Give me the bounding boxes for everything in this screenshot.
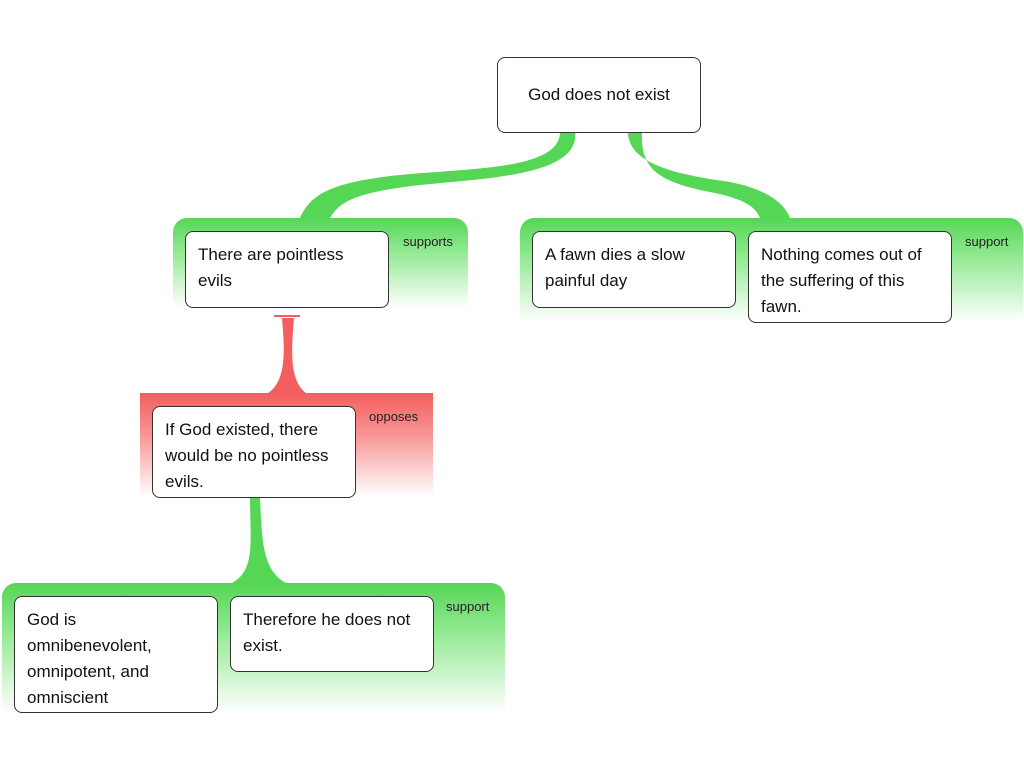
connector-root-to-support — [628, 132, 790, 218]
node-root-text: God does not exist — [528, 85, 670, 104]
node-if-god-existed[interactable]: If God existed, there would be no pointl… — [152, 406, 356, 498]
node-god-is-omni[interactable]: God is omnibenevolent, omnipotent, and o… — [14, 596, 218, 713]
node-root-claim[interactable]: God does not exist — [497, 57, 701, 133]
node-fawn-dies[interactable]: A fawn dies a slow painful day — [532, 231, 736, 308]
node-nothing-comes-out[interactable]: Nothing comes out of the suffering of th… — [748, 231, 952, 323]
connector-opposes — [268, 318, 306, 393]
connector-root-to-supports — [300, 132, 576, 218]
connector-if-god-to-support — [232, 497, 286, 583]
node-pointless-evils[interactable]: There are pointless evils — [185, 231, 389, 308]
node-therefore[interactable]: Therefore he does not exist. — [230, 596, 434, 672]
group-label-opposes: opposes — [369, 409, 419, 424]
group-label-supports: supports — [403, 234, 453, 249]
group-label-support-right: support — [965, 234, 1009, 249]
group-label-support-bottom: support — [446, 599, 490, 614]
